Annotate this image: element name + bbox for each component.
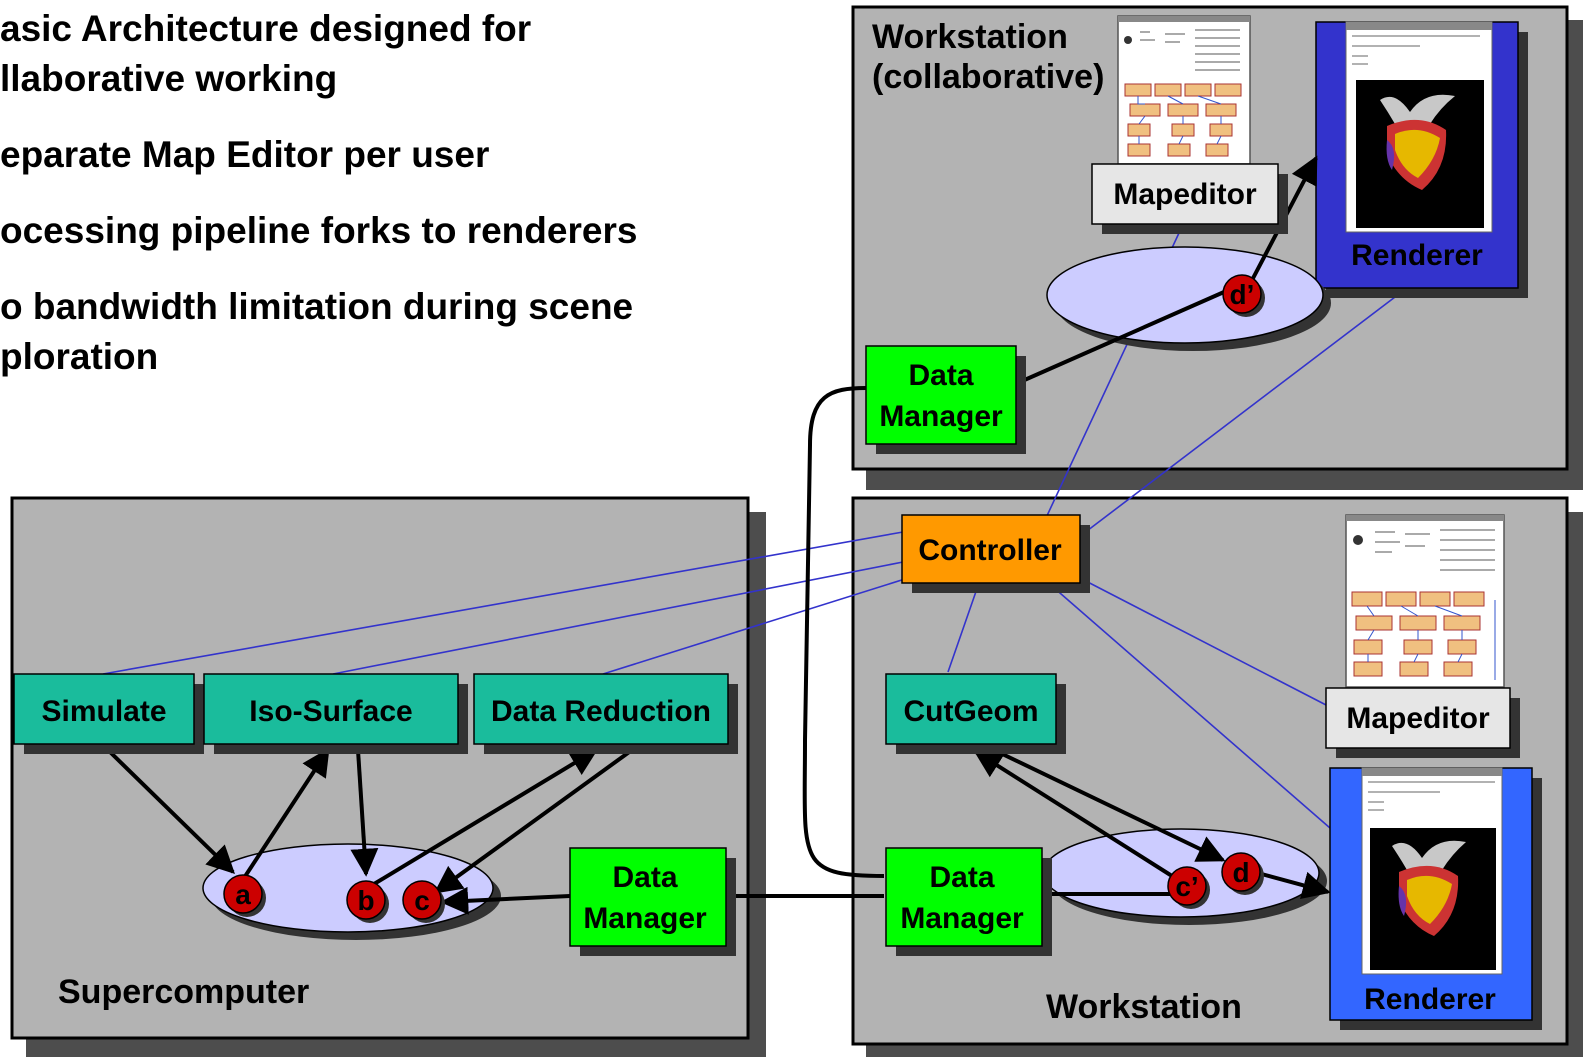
arrow-b-to-data-reduction	[372, 748, 599, 886]
arrow-a-to-iso-surface	[242, 747, 330, 880]
module-iso-surface[interactable]: Iso-Surface	[203, 673, 468, 754]
module-data-reduction-label: Data Reduction	[491, 695, 711, 728]
node-b: b	[346, 880, 389, 923]
bullet-2: eparate Map Editor per user	[0, 134, 490, 175]
node-a: a	[223, 874, 266, 917]
heart-render-collab	[1380, 94, 1455, 190]
module-simulate[interactable]: Simulate	[13, 673, 204, 754]
arrow-d-to-renderer	[1253, 870, 1331, 899]
node-d: d	[1221, 852, 1264, 895]
shared-memory-workstation-collab	[1046, 246, 1331, 351]
bullet-4-line-2: ploration	[0, 336, 159, 377]
module-iso-surface-label: Iso-Surface	[249, 695, 412, 728]
renderer-collab-label: Renderer	[1351, 239, 1483, 272]
module-cutgeom-label: CutGeom	[904, 695, 1039, 728]
module-simulate-label: Simulate	[41, 695, 166, 728]
region-label-workstation-collab-line2: (collaborative)	[872, 58, 1104, 96]
link-controller-renderer	[1044, 579, 1331, 829]
node-c-prime-label: c’	[1175, 871, 1198, 902]
mapeditor-screenshot-collab	[1117, 15, 1251, 165]
link-controller-data-reduction	[602, 577, 909, 675]
link-controller-simulate	[102, 531, 904, 675]
node-b-label: b	[357, 885, 374, 916]
node-c-prime: c’	[1167, 866, 1210, 909]
node-d-label: d	[1232, 857, 1249, 888]
link-controller-mapeditor	[1077, 576, 1329, 707]
region-label-workstation: Workstation	[1046, 988, 1242, 1026]
region-label-supercomputer: Supercomputer	[58, 973, 309, 1011]
module-mapeditor-collab[interactable]: Mapeditor	[1091, 163, 1288, 234]
arrow-cutgeom-to-d	[993, 748, 1226, 862]
module-data-manager-workstation[interactable]: Data Manager	[885, 847, 1052, 956]
data-manager-workstation-label-2: Manager	[900, 902, 1024, 935]
link-controller-cutgeom	[947, 579, 981, 673]
data-manager-collab-label-2: Manager	[879, 400, 1003, 433]
heart-render	[1392, 840, 1466, 936]
module-controller[interactable]: Controller	[901, 514, 1090, 593]
module-mapeditor-label: Mapeditor	[1346, 702, 1490, 735]
node-c: c	[402, 880, 445, 923]
region-label-workstation-collab-line1: Workstation	[872, 18, 1068, 56]
node-c-label: c	[414, 885, 430, 916]
link-data-manager-to-data-manager-collab	[802, 386, 885, 878]
link-data-manager-collab-to-d-prime	[1019, 290, 1225, 384]
renderer-collab: Renderer	[1315, 21, 1528, 298]
arrow-simulate-to-a	[106, 748, 236, 874]
data-manager-collab-label-1: Data	[908, 359, 973, 392]
module-mapeditor-collab-label: Mapeditor	[1113, 178, 1257, 211]
module-data-reduction[interactable]: Data Reduction	[473, 673, 738, 754]
bullet-4-line-1: o bandwidth limitation during scene	[0, 286, 634, 327]
data-manager-workstation-label-1: Data	[929, 861, 994, 894]
bullet-1-line-2: llaborative working	[0, 58, 338, 99]
arrow-iso-surface-to-b	[350, 749, 379, 877]
renderer: Renderer	[1329, 767, 1542, 1030]
mapeditor-screenshot	[1345, 514, 1505, 688]
link-controller-renderer-collab	[1074, 277, 1421, 541]
node-d-prime-label: d’	[1230, 279, 1255, 310]
data-manager-supercomputer-label-2: Manager	[583, 902, 707, 935]
arrow-data-reduction-to-c	[433, 748, 634, 894]
module-controller-label: Controller	[918, 534, 1062, 567]
node-a-label: a	[235, 879, 251, 910]
bullet-3: ocessing pipeline forks to renderers	[0, 210, 638, 251]
module-cutgeom[interactable]: CutGeom	[885, 673, 1066, 754]
module-data-manager-supercomputer[interactable]: Data Manager	[569, 847, 736, 956]
arrow-c-prime-to-cutgeom	[973, 750, 1174, 878]
module-data-manager-collab[interactable]: Data Manager	[865, 345, 1026, 454]
data-manager-supercomputer-label-1: Data	[612, 861, 677, 894]
module-mapeditor[interactable]: Mapeditor	[1325, 687, 1520, 758]
node-d-prime: d’	[1222, 274, 1265, 317]
arrow-data-manager-to-c	[440, 886, 571, 915]
region-supercomputer: Supercomputer	[10, 496, 766, 1057]
renderer-label: Renderer	[1364, 983, 1496, 1016]
bullet-1-line-1: asic Architecture designed for	[0, 8, 532, 49]
